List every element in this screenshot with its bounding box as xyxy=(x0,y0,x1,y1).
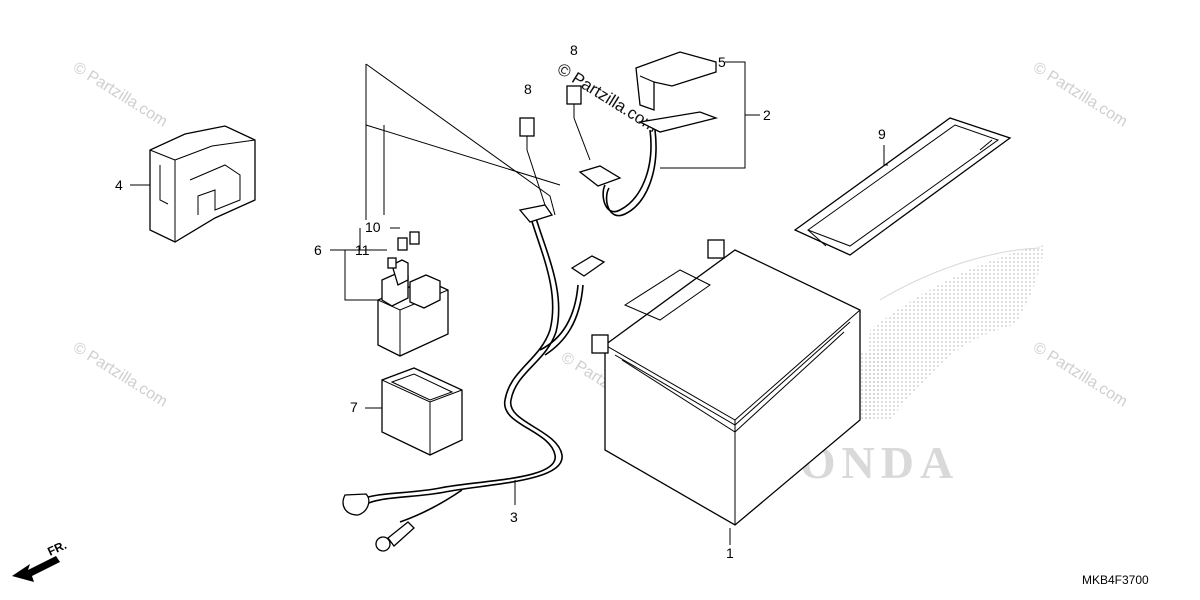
callout-2: 2 xyxy=(763,107,771,123)
callout-11: 11 xyxy=(355,242,370,258)
watermark-4: © Partzilla.com xyxy=(1030,339,1130,411)
part-9-strap xyxy=(793,117,1012,256)
part-2-cable xyxy=(578,51,719,217)
part-1-battery xyxy=(591,239,861,526)
callout-8a: 8 xyxy=(524,81,532,97)
part-7-relay-boot xyxy=(381,367,463,456)
part-3-harness xyxy=(342,204,606,552)
watermarks: © Partzilla.com © Partzilla.com © Partzi… xyxy=(70,59,1130,421)
callout-4: 4 xyxy=(115,177,123,193)
callout-7: 7 xyxy=(350,399,358,415)
callout-6: 6 xyxy=(314,242,322,258)
part-8-bolt-b xyxy=(566,85,582,118)
watermark-3: © Partzilla.com xyxy=(70,339,170,411)
part-4-cover xyxy=(149,125,256,243)
callout-5: 5 xyxy=(718,54,726,70)
leader-lines xyxy=(130,61,888,545)
callout-1: 1 xyxy=(726,545,734,561)
front-direction-arrow-icon: FR. xyxy=(12,538,69,582)
callout-8b: 8 xyxy=(570,42,578,58)
direction-label: FR. xyxy=(45,538,68,559)
callout-labels: 1 2 3 4 5 6 7 8 8 9 10 11 xyxy=(115,42,886,561)
watermark-1: © Partzilla.com xyxy=(70,59,170,131)
part-8-bolt-a xyxy=(519,117,535,150)
callout-9: 9 xyxy=(878,126,886,142)
diagram-code: MKB4F3700 xyxy=(1082,573,1149,587)
callout-10: 10 xyxy=(365,219,381,235)
watermark-2: © Partzilla.com xyxy=(1030,59,1130,131)
part-6-relay xyxy=(377,231,449,357)
callout-3: 3 xyxy=(510,509,518,525)
